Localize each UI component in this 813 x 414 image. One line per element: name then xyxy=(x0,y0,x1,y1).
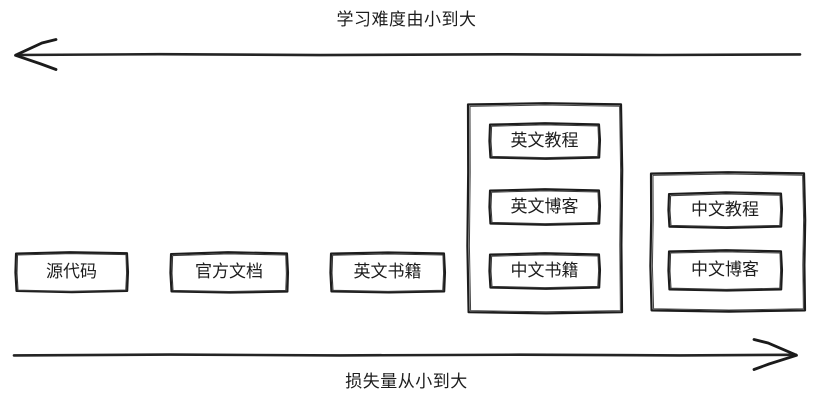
hit-source-code[interactable] xyxy=(15,252,128,292)
node-chinese-books[interactable] xyxy=(488,252,602,290)
hit-english-blog[interactable] xyxy=(489,189,600,225)
node-english-blog[interactable] xyxy=(488,188,602,226)
top-axis-label: 学习难度由小到大 xyxy=(336,10,477,30)
bottom-axis-label: 损失量从小到大 xyxy=(345,372,468,392)
node-chinese-blog[interactable] xyxy=(667,249,784,292)
hit-english-books[interactable] xyxy=(330,252,445,292)
hit-chinese-books[interactable] xyxy=(489,253,600,289)
hit-chinese-tutorial[interactable] xyxy=(668,192,782,228)
node-chinese-tutorial[interactable] xyxy=(667,191,784,230)
node-english-tutorial[interactable] xyxy=(488,122,602,160)
node-source-code[interactable] xyxy=(14,251,130,294)
bottom-axis-arrow xyxy=(12,338,798,371)
hit-english-tutorial[interactable] xyxy=(489,123,600,159)
node-english-books[interactable] xyxy=(329,251,447,294)
top-axis-arrow xyxy=(14,38,802,71)
hit-chinese-blog[interactable] xyxy=(668,250,782,290)
hit-official-docs[interactable] xyxy=(170,252,288,292)
node-official-docs[interactable] xyxy=(169,251,290,294)
